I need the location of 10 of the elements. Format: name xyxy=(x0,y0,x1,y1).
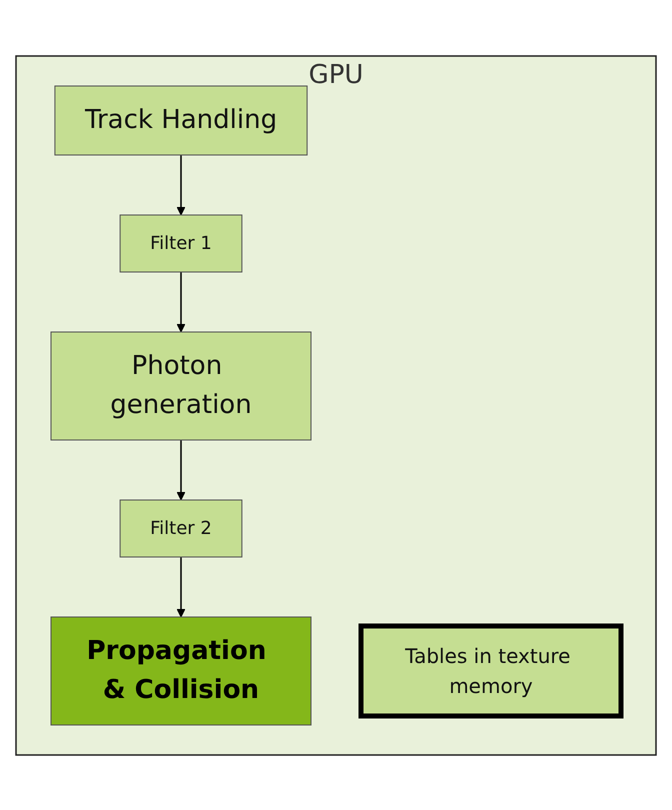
arrow xyxy=(176,272,186,332)
node-box: Photon generation xyxy=(50,331,312,440)
arrow xyxy=(176,154,186,215)
arrow xyxy=(176,556,186,617)
node-box: Propagation & Collision xyxy=(50,616,312,725)
node-box: Filter 2 xyxy=(120,499,242,557)
node-box: Tables in texture memory xyxy=(358,623,624,718)
node-box: Track Handling xyxy=(54,85,308,155)
node-box: Filter 1 xyxy=(120,214,242,272)
arrow xyxy=(176,440,186,500)
